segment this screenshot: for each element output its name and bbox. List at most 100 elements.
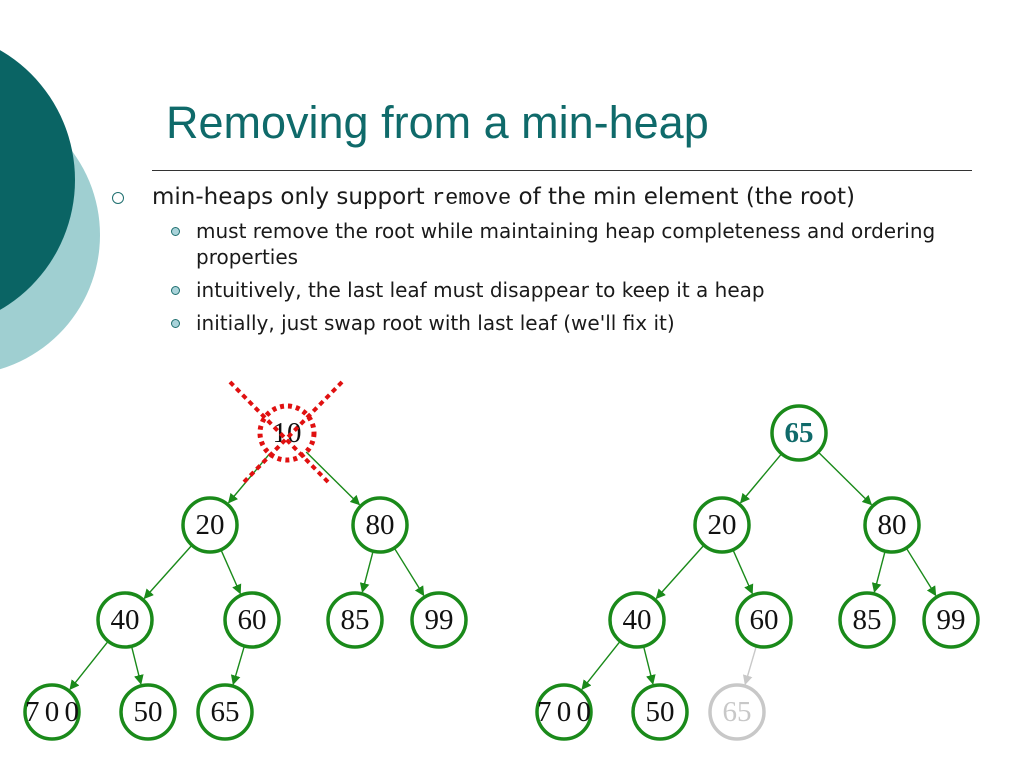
heap-node: 80	[863, 496, 921, 554]
heap-node-circle	[535, 683, 593, 741]
heap-node-circle	[838, 591, 896, 649]
heap-node-label: 40	[623, 604, 652, 636]
tree-edge-arrow	[871, 550, 886, 593]
heap-node-label: 65	[723, 696, 752, 728]
heap-node-label: 60	[238, 604, 267, 636]
sub-bullet-text: initially, just swap root with last leaf…	[196, 311, 675, 335]
tree-edge-arrow	[739, 453, 783, 504]
heap-node-label: 99	[425, 604, 454, 636]
heap-node: 80	[351, 496, 409, 554]
heap-node-label: 65	[785, 417, 814, 449]
heap-node-label: 40	[111, 604, 140, 636]
tree-edge-arrow	[130, 646, 144, 685]
heap-node-label: 20	[708, 509, 737, 541]
bullet-level1: min-heaps only support remove of the min…	[110, 182, 990, 336]
heap-node: 50	[119, 683, 177, 741]
bullet-text-before: min-heaps only support	[152, 184, 432, 210]
removed-dashed-circle	[257, 403, 317, 463]
heap-before-removal: 10 20 80 40 60 85 99 700 50 65	[23, 380, 468, 741]
heap-node-label: 99	[937, 604, 966, 636]
heap-node: 40	[96, 591, 154, 649]
heap-node: 85	[838, 591, 896, 649]
heap-node-circle	[863, 496, 921, 554]
title-divider	[152, 170, 972, 171]
sub-bullet: initially, just swap root with last leaf…	[152, 310, 990, 336]
heap-node-circle	[96, 591, 154, 649]
heap-node-circle	[693, 496, 751, 554]
heap-node: 65	[708, 683, 766, 741]
removed-cross-icon	[240, 380, 344, 486]
sub-bullet: intuitively, the last leaf must disappea…	[152, 277, 990, 303]
heap-node: 40	[608, 591, 666, 649]
sub-bullet-text: must remove the root while maintaining h…	[196, 219, 936, 269]
heap-node: 60	[223, 591, 281, 649]
heap-node-circle	[631, 683, 689, 741]
heap-node: 65	[770, 404, 828, 462]
heap-node-circle	[922, 591, 980, 649]
dot-bullet-icon	[171, 319, 180, 328]
dark-teal-circle	[0, 50, 75, 310]
heap-node-label: 80	[878, 509, 907, 541]
heap-node: 20	[693, 496, 751, 554]
heap-node-label: 50	[646, 696, 675, 728]
heap-node: 20	[181, 496, 239, 554]
removed-cross-icon	[228, 380, 332, 486]
tree-edge-arrow	[655, 544, 705, 600]
heap-node-circle	[770, 404, 828, 462]
tree-edge-arrow	[143, 544, 193, 600]
tree-edge-arrow	[905, 547, 937, 597]
heap-after-swap: 65 20 80 40 60 85 99 700 50 65	[535, 404, 980, 741]
tree-edge-arrow	[742, 645, 758, 686]
bullet-text-after: of the min element (the root)	[511, 184, 855, 210]
heap-node-label: 20	[196, 509, 225, 541]
slide-title: Removing from a min-heap	[166, 97, 709, 148]
bullet-list: min-heaps only support remove of the min…	[110, 182, 990, 343]
heap-node-label: 50	[134, 696, 163, 728]
heap-node-label: 700	[537, 696, 591, 728]
heap-node-label: 80	[366, 509, 395, 541]
tree-edge-arrow	[220, 549, 242, 595]
heap-node-label: 10	[273, 417, 302, 449]
tree-edge-arrow	[732, 549, 754, 595]
heap-node: 99	[410, 591, 468, 649]
heap-node-label: 700	[25, 696, 79, 728]
heap-node: 65	[196, 683, 254, 741]
sub-bullet-text: intuitively, the last leaf must disappea…	[196, 278, 765, 302]
heap-node-circle	[735, 591, 793, 649]
heap-node-label: 60	[750, 604, 779, 636]
heap-node-circle	[326, 591, 384, 649]
tree-edge-arrow	[230, 645, 246, 686]
heap-node-circle	[181, 496, 239, 554]
heap-node-circle	[119, 683, 177, 741]
heap-node-circle	[23, 683, 81, 741]
tree-edge-arrow	[69, 640, 109, 691]
heap-node-circle	[608, 591, 666, 649]
heap-node-label: 85	[341, 604, 370, 636]
heap-node: 700	[23, 683, 81, 741]
sub-bullet-list: must remove the root while maintaining h…	[152, 218, 990, 336]
heap-node-circle	[410, 591, 468, 649]
heap-node: 10	[228, 380, 344, 486]
heap-node: 60	[735, 591, 793, 649]
heap-node: 700	[535, 683, 593, 741]
sub-bullet: must remove the root while maintaining h…	[152, 218, 990, 270]
heap-node: 50	[631, 683, 689, 741]
dot-bullet-icon	[171, 286, 180, 295]
hollow-circle-bullet-icon	[112, 192, 124, 204]
heap-node-circle	[708, 683, 766, 741]
heap-node-circle	[223, 591, 281, 649]
code-remove: remove	[431, 186, 512, 211]
tree-edge-arrow	[305, 451, 361, 506]
heap-node-label: 85	[853, 604, 882, 636]
dot-bullet-icon	[171, 227, 180, 236]
tree-edge-arrow	[642, 646, 656, 685]
tree-edge-arrow	[817, 451, 873, 506]
tree-edge-arrow	[581, 640, 621, 691]
heap-node: 85	[326, 591, 384, 649]
heap-node-circle	[351, 496, 409, 554]
tree-edge-arrow	[393, 547, 425, 597]
tree-edge-arrow	[359, 550, 374, 593]
heap-node-label: 65	[211, 696, 240, 728]
